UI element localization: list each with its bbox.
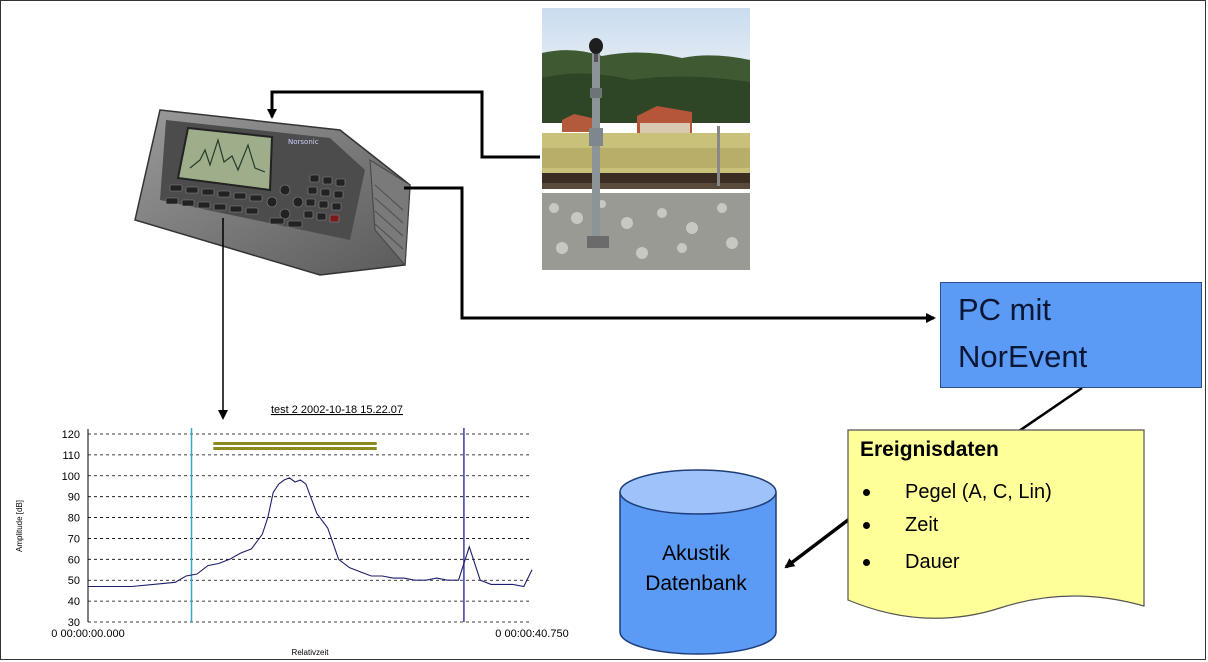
chart-x-tick-start: 0 00:00:00.000	[51, 628, 124, 640]
bullet-icon	[863, 559, 870, 566]
chart-y-tick-label: 110	[62, 450, 80, 462]
chart-x-tick-end: 0 00:00:40.750	[495, 628, 568, 640]
event-data-note	[847, 429, 1145, 619]
note-to-database-arrow	[784, 515, 854, 569]
chart-y-tick-label: 80	[68, 513, 80, 525]
chart-y-tick-label: 30	[68, 617, 80, 629]
event-data-item-label: Pegel (A, C, Lin)	[905, 481, 1052, 503]
chart-cursors	[190, 428, 465, 622]
chart-y-tick-label: 70	[68, 533, 80, 545]
database-label: Akustik Datenbank	[612, 539, 780, 599]
event-data-item-label: Dauer	[905, 551, 960, 573]
database-cylinder	[619, 469, 777, 655]
device-to-pc-arrow	[404, 186, 936, 323]
chart-y-tick-label: 50	[68, 575, 80, 587]
database-label-line1: Akustik	[662, 542, 730, 565]
chart-x-label: Relativzeit	[292, 648, 330, 657]
chart-y-tick-label: 100	[62, 471, 80, 483]
chart-series-line	[88, 477, 533, 588]
chart-y-tick-label: 90	[68, 492, 80, 504]
chart-y-tick-label: 120	[62, 429, 80, 441]
field-measurement-photo	[542, 8, 750, 270]
chart-title: test 2 2002-10-18 15.22.07	[271, 404, 403, 416]
chart-y-tick-label: 40	[68, 596, 80, 608]
event-data-item: Zeit	[863, 514, 938, 537]
device-brand: Norsonic	[288, 138, 319, 146]
event-data-item: Pegel (A, C, Lin)	[863, 481, 1052, 504]
photo-to-device-arrow	[267, 90, 540, 159]
pc-norevent-box	[940, 282, 1202, 388]
bullet-icon	[863, 489, 870, 496]
device-screen	[176, 126, 274, 192]
bullet-icon	[863, 522, 870, 529]
chart-y-tick-label: 60	[68, 554, 80, 566]
sound-level-meter-device: Norsonic	[134, 109, 411, 276]
chart-grid	[88, 433, 532, 623]
chart-y-ticks: 30 40 50 60 70 80 90 100 110 120	[62, 429, 80, 629]
event-data-item: Dauer	[863, 551, 959, 574]
chart-event-bar	[213, 442, 377, 451]
event-data-title: Ereignisdaten	[860, 438, 999, 461]
database-label-line2: Datenbank	[645, 572, 747, 595]
level-time-chart: test 2 2002-10-18 15.22.07 30 40 50 60 70 80 9…	[15, 404, 569, 657]
event-data-item-label: Zeit	[905, 514, 939, 536]
pc-label-line1: PC mit	[958, 292, 1051, 327]
pc-norevent-label: PC mit NorEvent	[958, 286, 1198, 380]
chart-y-label: Amplitude [dB]	[15, 500, 24, 552]
pc-label-line2: NorEvent	[958, 339, 1088, 374]
